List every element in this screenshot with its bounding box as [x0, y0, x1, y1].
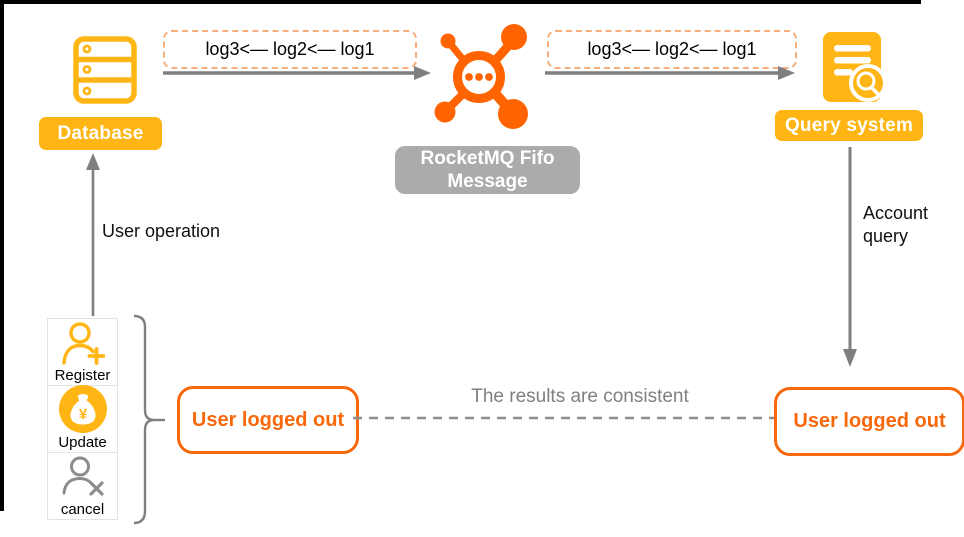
database-label: Database	[39, 117, 162, 150]
result-box-right: User logged out	[774, 387, 964, 456]
log-sequence-box-left: log3<— log2<— log1	[163, 30, 417, 69]
user-operation-annotation: User operation	[102, 221, 221, 241]
arrow-rocketmq-to-query	[545, 66, 795, 80]
svg-text:¥: ¥	[78, 406, 87, 423]
consistency-dashed-line	[353, 416, 774, 420]
account-query-line2: query	[863, 226, 909, 246]
frame-left-edge	[0, 0, 4, 511]
operation-register: Register	[47, 318, 118, 386]
rocketmq-label-line2: Message	[447, 171, 528, 192]
operation-update: ¥ Update	[47, 385, 118, 453]
rocketmq-icon	[434, 24, 528, 129]
account-query-annotation: Account query	[863, 202, 928, 248]
curly-brace	[133, 314, 165, 525]
account-query-line1: Account	[863, 203, 929, 223]
operation-cancel: cancel	[47, 452, 118, 520]
rocketmq-label-line1: RocketMQ Fifo	[420, 148, 555, 169]
database-icon	[73, 36, 137, 104]
operation-register-label: Register	[54, 367, 111, 384]
query-system-icon	[823, 32, 887, 102]
user-add-icon	[60, 319, 105, 367]
arrow-database-to-rocketmq	[163, 66, 431, 80]
result-box-left: User logged out	[177, 386, 359, 454]
query-system-label: Query system	[775, 110, 923, 141]
user-operations-stack: Register ¥ Update	[47, 318, 118, 520]
rocketmq-label: RocketMQ Fifo Message	[395, 146, 580, 194]
arrow-query-to-result	[843, 147, 857, 367]
money-bag-icon: ¥	[58, 384, 108, 434]
user-cancel-icon	[61, 453, 105, 501]
consistency-annotation: The results are consistent	[471, 386, 689, 407]
operation-update-label: Update	[58, 434, 107, 451]
arrow-operations-to-database	[86, 153, 100, 316]
operation-cancel-label: cancel	[60, 501, 105, 518]
frame-top-edge	[0, 0, 921, 4]
log-sequence-box-right: log3<— log2<— log1	[547, 30, 797, 69]
